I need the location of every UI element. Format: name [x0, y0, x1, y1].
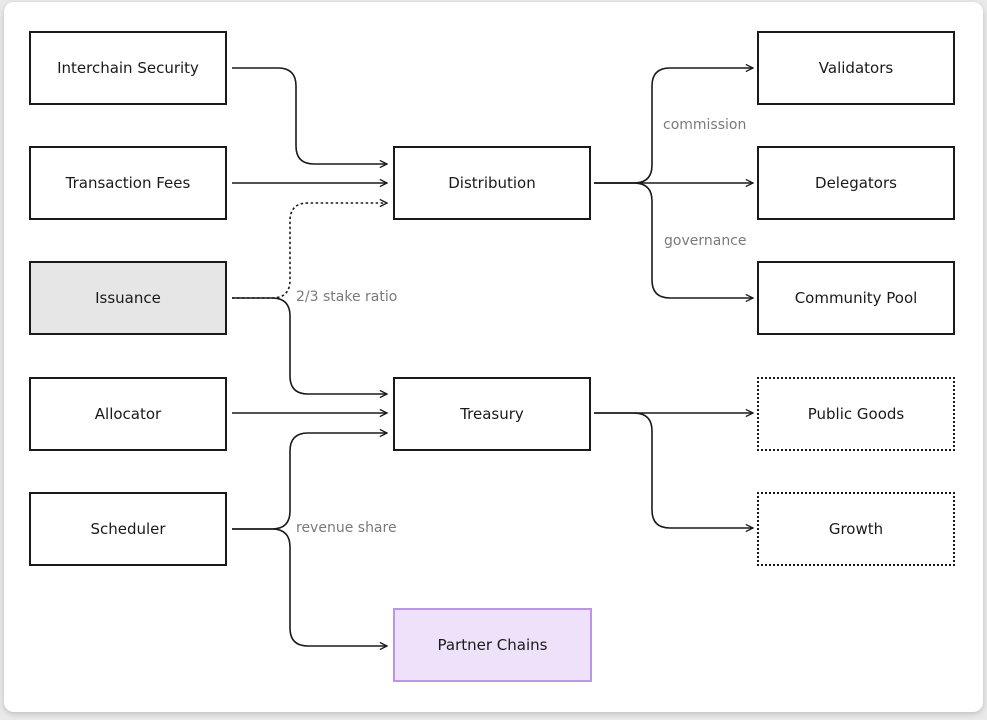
edge-issuance-to-distribution: [232, 203, 387, 299]
node-label: Delegators: [815, 174, 897, 192]
node-treasury: Treasury: [393, 377, 591, 451]
edge-scheduler-to-treasury: [232, 433, 387, 530]
node-label: Transaction Fees: [65, 174, 191, 192]
node-label: Allocator: [94, 405, 162, 423]
node-validators: Validators: [757, 31, 955, 105]
node-label: Partner Chains: [437, 636, 548, 654]
node-label: Scheduler: [90, 520, 166, 538]
node-issuance: Issuance: [29, 261, 227, 335]
edges-layer: [232, 2, 983, 712]
edge-issuance-to-treasury: [232, 297, 387, 394]
edge-treasury-to-growth: [594, 412, 753, 528]
node-delegators: Delegators: [757, 146, 955, 220]
node-label: Interchain Security: [57, 59, 199, 77]
node-label: Distribution: [448, 174, 536, 192]
node-label: Treasury: [460, 405, 524, 423]
node-label: Public Goods: [807, 405, 905, 423]
edge-label-stake-ratio: 2/3 stake ratio: [296, 289, 398, 305]
edge-scheduler-to-partner-chains: [232, 528, 387, 646]
node-growth: Growth: [757, 492, 955, 566]
edge-label-commission: commission: [663, 117, 747, 133]
node-label: Growth: [828, 520, 884, 538]
node-public-goods: Public Goods: [757, 377, 955, 451]
node-label: Issuance: [95, 289, 161, 307]
node-label: Validators: [818, 59, 894, 77]
edge-label-revenue-share: revenue share: [296, 520, 397, 536]
node-transaction-fees: Transaction Fees: [29, 146, 227, 220]
edge-distribution-to-community-pool: [594, 182, 753, 298]
edge-interchain-security-to-distribution: [232, 67, 387, 164]
node-interchain-security: Interchain Security: [29, 31, 227, 105]
node-label: Community Pool: [794, 289, 918, 307]
node-community-pool: Community Pool: [757, 261, 955, 335]
diagram-card: 2/3 stake ratio revenue share commission…: [4, 2, 983, 712]
node-distribution: Distribution: [393, 146, 591, 220]
edge-label-governance: governance: [664, 233, 747, 249]
node-scheduler: Scheduler: [29, 492, 227, 566]
node-allocator: Allocator: [29, 377, 227, 451]
node-partner-chains: Partner Chains: [393, 608, 592, 682]
edge-distribution-to-validators: [594, 68, 753, 184]
